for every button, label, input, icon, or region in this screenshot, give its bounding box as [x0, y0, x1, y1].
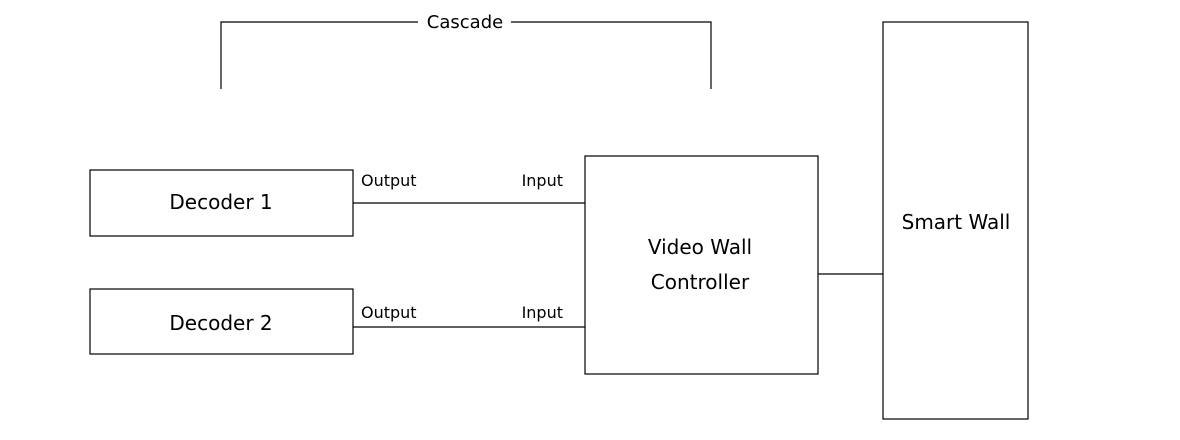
cascade-label: Cascade	[427, 12, 503, 33]
smart-wall: Smart Wall	[882, 21, 1029, 420]
decoder-1: Decoder 1 Output Input	[89, 169, 585, 237]
decoder-2-output-label: Output	[361, 303, 417, 322]
video-wall-controller-box	[584, 155, 819, 375]
cascade-bracket-right	[511, 21, 712, 89]
smart-wall-box	[882, 21, 1029, 420]
decoder-1-label: Decoder 1	[169, 190, 272, 214]
decoder-2-label: Decoder 2	[169, 311, 272, 335]
cascade-bracket: Cascade	[220, 12, 712, 89]
video-wall-controller: Video Wall Controller	[584, 155, 819, 375]
video-wall-controller-label-line1: Video Wall	[648, 235, 752, 259]
controller-input-1-label: Input	[522, 171, 563, 190]
decoder-2-box	[89, 288, 354, 355]
decoder-1-box	[89, 169, 354, 237]
controller-input-2-label: Input	[522, 303, 563, 322]
decoder-1-output-label: Output	[361, 171, 417, 190]
smart-wall-label: Smart Wall	[902, 210, 1011, 234]
decoder-2: Decoder 2 Output Input	[89, 288, 585, 355]
cascade-bracket-left	[220, 21, 418, 89]
video-wall-controller-label-line2: Controller	[651, 270, 750, 294]
